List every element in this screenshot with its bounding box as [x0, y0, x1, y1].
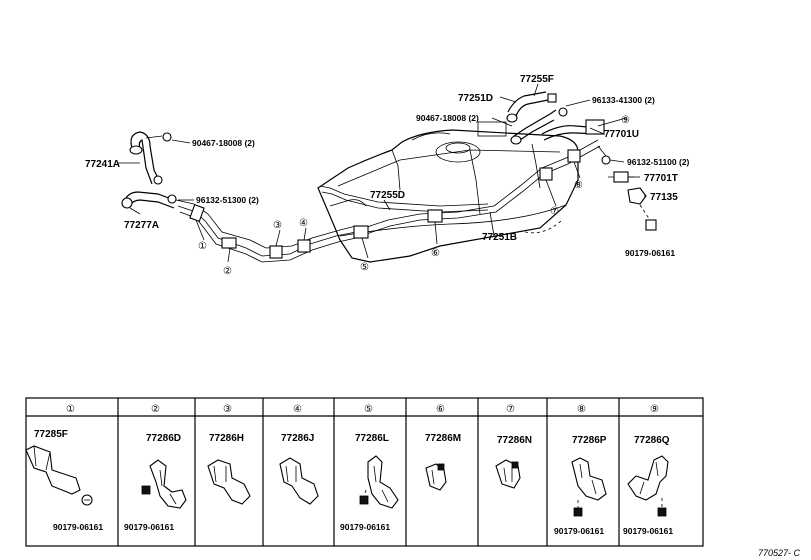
- line-clamps: [189, 149, 581, 259]
- marker-5: ⑤: [360, 262, 369, 273]
- clamp-drawing-2: [141, 459, 187, 509]
- clamp-index-7: ⑦: [506, 404, 515, 415]
- clamp-fastener-1: 90179-06161: [53, 522, 103, 532]
- marker-7: ⑦: [550, 206, 559, 217]
- label-77251D: 77251D: [458, 93, 493, 104]
- label-77277A: 77277A: [124, 220, 159, 231]
- clamp-part-7: 77286N: [497, 435, 532, 446]
- hose-77241A: [129, 131, 172, 185]
- reference-number: 770527- C: [758, 548, 801, 558]
- clamp-part-9: 77286Q: [634, 435, 670, 446]
- clamp-part-1: 77285F: [34, 429, 68, 440]
- label-90467-18008-top: 90467-18008 (2): [416, 113, 479, 123]
- label-90467-18008-left: 90467-18008 (2): [192, 138, 255, 148]
- clamp-part-3: 77286H: [209, 433, 244, 444]
- diagram-markers: ① ② ③ ④ ⑤ ⑥ ⑦ ⑧ ⑨: [198, 115, 630, 277]
- marker-6: ⑥: [431, 248, 440, 259]
- clamp-index-5: ⑤: [364, 404, 373, 415]
- marker-8: ⑧: [574, 180, 583, 191]
- label-90179-06161-top: 90179-06161: [625, 248, 675, 258]
- label-77701T: 77701T: [644, 173, 678, 184]
- clamp-drawing-3: [207, 459, 251, 505]
- clamp-table: ① ② ③ ④ ⑤ ⑥ ⑦ ⑧ ⑨ 77285F 77286D 77286H 7…: [25, 397, 704, 547]
- clamp-fastener-5: 90179-06161: [340, 522, 390, 532]
- clamp-index-1: ①: [66, 404, 75, 415]
- clamp-drawing-9: [627, 455, 669, 517]
- label-96132-51100: 96132-51100 (2): [627, 157, 690, 167]
- clamp-fastener-9: 90179-06161: [623, 526, 673, 536]
- clamp-part-2: 77286D: [146, 433, 181, 444]
- label-77251B: 77251B: [482, 232, 517, 243]
- clamp-part-8: 77286P: [572, 435, 607, 446]
- marker-4: ④: [299, 218, 308, 229]
- clamp-index-8: ⑧: [577, 404, 586, 415]
- hose-77277A: [121, 191, 177, 209]
- label-96133-41300: 96133-41300 (2): [592, 95, 655, 105]
- leader-lines: [118, 83, 646, 263]
- clamp-part-6: 77286M: [425, 433, 461, 444]
- fitting-96132-51100: [597, 145, 611, 165]
- clamp-fastener-8: 90179-06161: [554, 526, 604, 536]
- label-77135: 77135: [650, 192, 678, 203]
- hose-77251D: [506, 91, 557, 123]
- hose-77701U: [541, 107, 605, 141]
- clamp-drawing-7: [495, 459, 521, 489]
- marker-2: ②: [223, 266, 232, 277]
- label-77255D: 77255D: [370, 190, 405, 201]
- label-77241A: 77241A: [85, 159, 120, 170]
- valve-77135: [627, 187, 657, 231]
- marker-3: ③: [273, 220, 282, 231]
- label-77255F: 77255F: [520, 74, 554, 85]
- clamp-fastener-2: 90179-06161: [124, 522, 174, 532]
- label-77701U: 77701U: [604, 129, 639, 140]
- clamp-drawing-1: [25, 445, 93, 506]
- clamp-index-6: ⑥: [436, 404, 445, 415]
- clamp-index-9: ⑨: [650, 404, 659, 415]
- label-96132-51300: 96132-51300 (2): [196, 195, 259, 205]
- clamp-drawing-8: [571, 457, 607, 517]
- clamp-index-4: ④: [293, 404, 302, 415]
- clamp-drawing-6: [425, 463, 447, 491]
- clamp-index-2: ②: [151, 404, 160, 415]
- hose-77255F: [510, 109, 557, 145]
- fuel-tank: [317, 121, 579, 263]
- clamp-drawing-4: [279, 457, 319, 505]
- clamp-drawing-5: [359, 455, 399, 509]
- callout-labels: 77255F 77251D 96133-41300 (2) 90467-1800…: [85, 74, 690, 258]
- marker-1: ①: [198, 241, 207, 252]
- clamp-part-5: 77286L: [355, 433, 389, 444]
- marker-9: ⑨: [621, 115, 630, 126]
- clamp-part-4: 77286J: [281, 433, 314, 444]
- clamp-index-3: ③: [223, 404, 232, 415]
